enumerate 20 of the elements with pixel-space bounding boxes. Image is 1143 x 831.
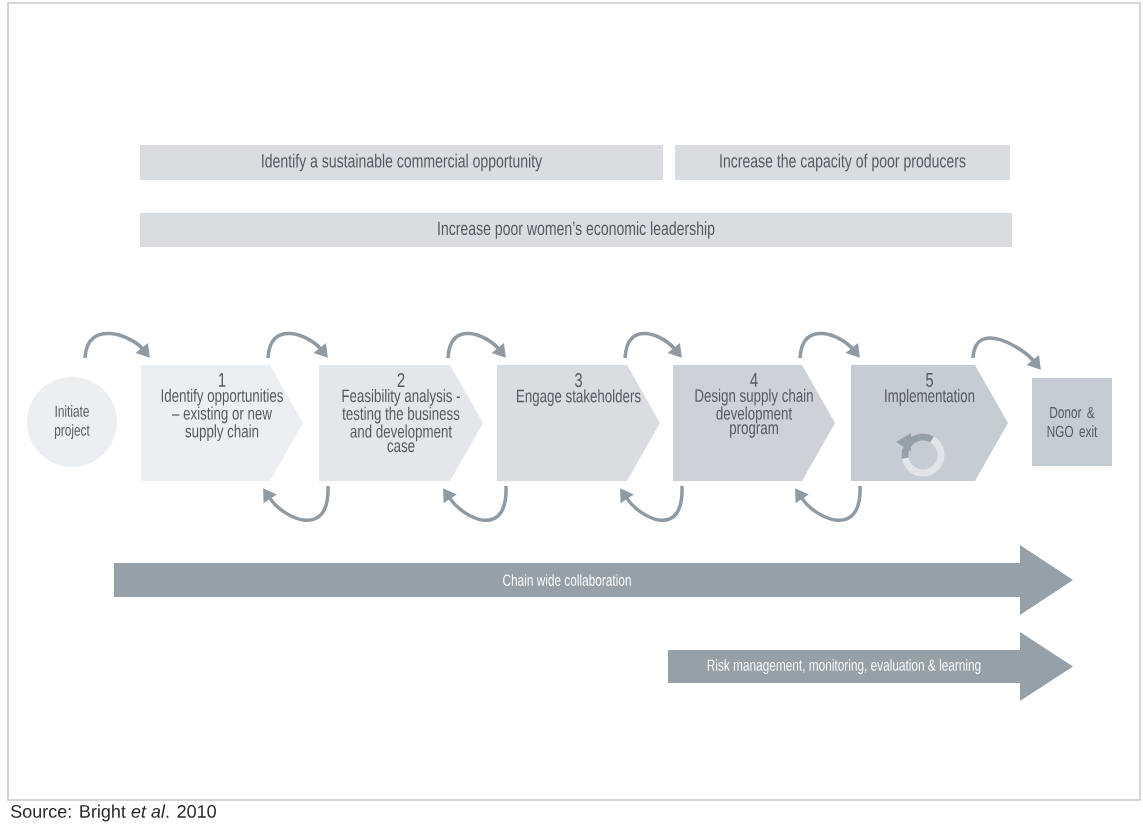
- curved-arrow: [620, 485, 684, 522]
- curved-arrow: [795, 485, 862, 522]
- curved-arrow: [263, 485, 330, 522]
- curved-arrow: [623, 331, 682, 359]
- goal-band: Increase poor women’s economic leadership: [140, 213, 1012, 247]
- curved-arrow: [266, 331, 328, 359]
- process-step: 3 Engage stakeholders: [497, 365, 660, 481]
- process-step: 5 Implementation: [851, 365, 1008, 481]
- goal-band: Identify a sustainable commercial opportunity: [140, 145, 663, 180]
- curved-arrow: [443, 485, 508, 522]
- goal-band: Increase the capacity of poor producers: [675, 145, 1010, 180]
- curved-arrow: [83, 331, 150, 359]
- exit-box: Donor & NGO exit: [1032, 378, 1112, 466]
- process-step: 2 Feasibility analysis - testing the business and development case: [319, 365, 483, 481]
- process-step: 1 Identify opportunities – existing or new supply chain: [141, 365, 303, 481]
- process-step: 4 Design supply chain development program: [673, 365, 835, 481]
- curved-arrow: [971, 336, 1041, 370]
- caption: Source: Bright et al. 2010: [11, 804, 216, 822]
- curved-arrow: [446, 331, 506, 359]
- curved-arrow: [798, 331, 860, 359]
